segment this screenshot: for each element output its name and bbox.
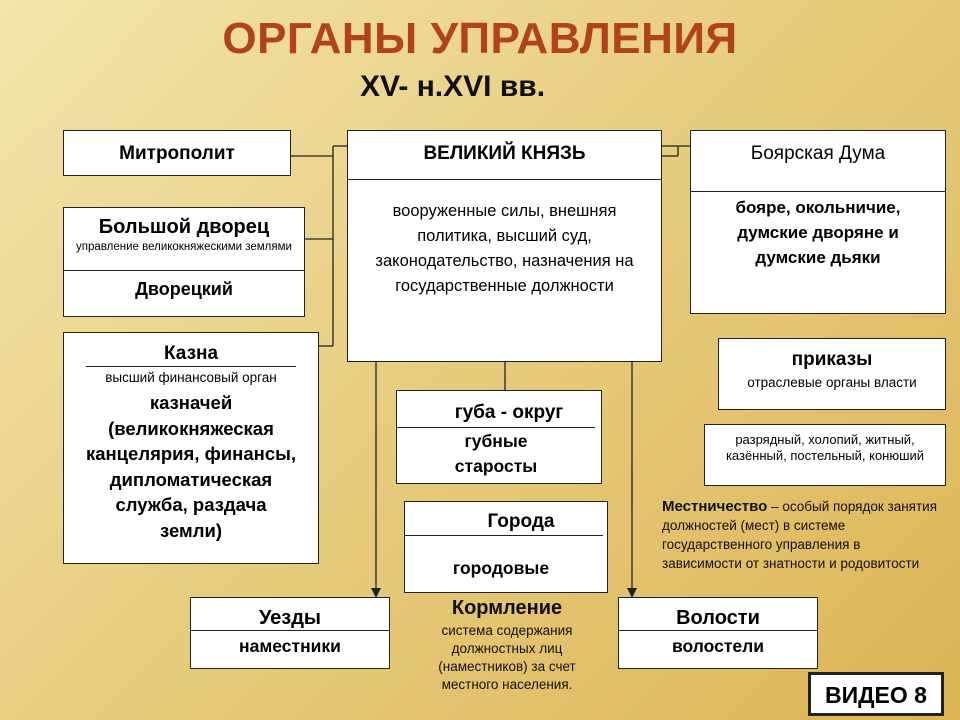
metropolitan-box: Митрополит: [63, 130, 291, 176]
guba-label: губа - округ: [454, 402, 564, 423]
page-title: ОРГАНЫ УПРАВЛЕНИЯ: [222, 14, 738, 63]
big-palace-desc: управление великокняжескими землями: [76, 241, 292, 253]
mestnichestvo-note: Местничество – особый порядок занятия до…: [662, 497, 942, 573]
uezdy-box: Уезды наместники: [190, 597, 390, 669]
boyar-duma-label: Боярская Дума: [750, 143, 886, 164]
grand-prince-label: ВЕЛИКИЙ КНЯЗЬ: [423, 143, 586, 164]
boyar-duma-members: бояре, окольничие, думские дворяне и дум…: [735, 198, 901, 267]
kormlenie-desc: система содержания должностных лиц (наме…: [438, 623, 576, 692]
volosti-official: волостели: [671, 636, 765, 656]
page-subtitle: XV- н.XVI вв.: [360, 70, 546, 103]
treasury-desc: высший финансовый орган: [105, 370, 277, 385]
treasury-label: Казна: [163, 343, 219, 364]
mestnichestvo-desc: – особый порядок занятия должностей (мес…: [662, 499, 938, 571]
big-palace-box: Большой дворец управление великокняжески…: [63, 207, 305, 317]
treasury-official: казначей (великокняжеская канцелярия, фи…: [85, 392, 297, 541]
kormlenie-label: Кормление: [451, 597, 563, 619]
prikazy-box: приказы отраслевые органы власти: [718, 338, 946, 410]
big-palace-label: Большой дворец: [98, 216, 270, 238]
big-palace-official: Дворецкий: [135, 279, 233, 299]
cities-box: Города городовые: [404, 501, 608, 593]
cities-divider: [405, 535, 603, 536]
big-palace-divider: [64, 270, 304, 271]
guba-official: губные старосты: [454, 431, 538, 476]
kormlenie-note: Кормление система содержания должностных…: [412, 597, 602, 694]
volosti-label: Волости: [676, 607, 760, 629]
metropolitan-label: Митрополит: [119, 143, 235, 164]
volosti-box: Волости волостели: [618, 597, 818, 669]
boyar-duma-divider: [691, 191, 945, 192]
guba-divider: [397, 427, 595, 428]
treasury-divider: [86, 366, 296, 367]
cities-official: городовые: [452, 558, 550, 578]
grand-prince-box: ВЕЛИКИЙ КНЯЗЬ вооруженные силы, внешняя …: [347, 130, 662, 362]
video-button-label: ВИДЕО 8: [825, 682, 927, 708]
prikazy-list-box: разрядный, холопий, житный, казённый, по…: [704, 424, 946, 486]
prikazy-desc: отраслевые органы власти: [747, 375, 917, 390]
video-button[interactable]: ВИДЕО 8: [808, 672, 944, 716]
treasury-box: Казна высший финансовый орган казначей (…: [63, 332, 319, 564]
mestnichestvo-term: Местничество: [662, 498, 768, 515]
grand-prince-divider: [348, 179, 661, 180]
cities-label: Города: [487, 511, 555, 532]
uezdy-label: Уезды: [258, 607, 322, 629]
prikazy-label: приказы: [791, 349, 873, 370]
uezdy-divider: [191, 630, 389, 631]
grand-prince-duties: вооруженные силы, внешняя политика, высш…: [375, 202, 634, 295]
boyar-duma-box: Боярская Дума бояре, окольничие, думские…: [690, 130, 946, 314]
guba-box: губа - округ губные старосты: [396, 390, 602, 484]
prikazy-list: разрядный, холопий, житный, казённый, по…: [725, 432, 925, 463]
uezdy-official: наместники: [239, 636, 341, 656]
volosti-divider: [619, 630, 817, 631]
